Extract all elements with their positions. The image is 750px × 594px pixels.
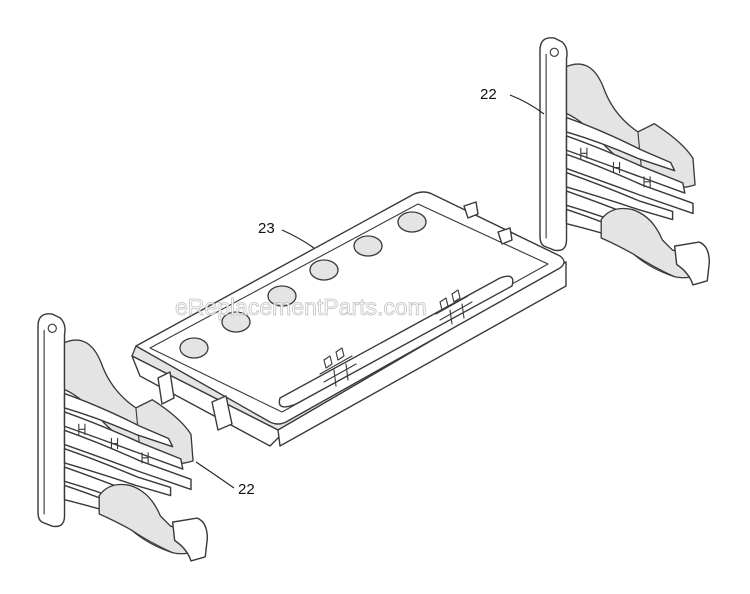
leader-line	[509, 94, 545, 115]
leader-line	[281, 229, 315, 249]
callout-bottom-bracket: 22	[195, 461, 255, 498]
callout-top-bracket: 22	[480, 86, 545, 115]
callout-label: 22	[480, 86, 497, 103]
leader-line	[195, 461, 235, 489]
center-plate	[131, 191, 567, 447]
callout-label: 23	[258, 220, 275, 237]
callout-label: 22	[238, 481, 255, 498]
watermark: eReplacementParts.com	[175, 294, 427, 320]
callout-center-plate: 23	[258, 220, 315, 249]
side-bracket-upper-right	[539, 37, 711, 286]
